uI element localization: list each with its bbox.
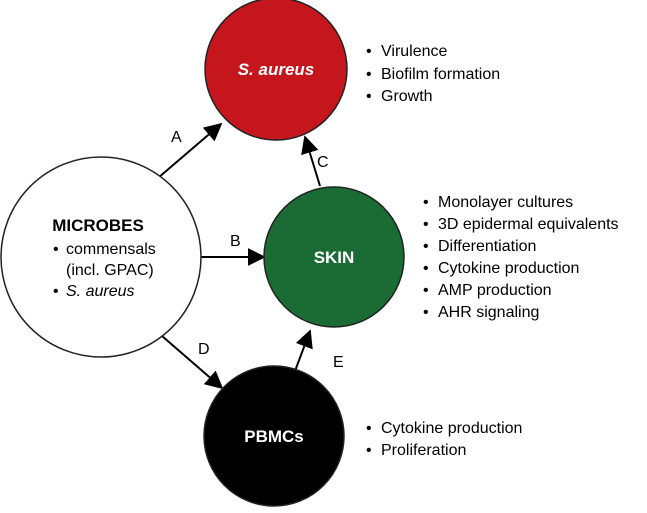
edge-label-d: D — [198, 341, 210, 358]
microbes-bullet-3: • — [53, 283, 59, 300]
microbes-node — [0, 156, 202, 358]
skin-list-item: Cytokine production — [438, 260, 579, 277]
microbes-item-2: (incl. GPAC) — [66, 262, 154, 279]
skin-bullet-6: • — [423, 304, 429, 321]
skin-list-item: AHR signaling — [438, 304, 539, 321]
microbes-bullet-1: • — [53, 241, 59, 258]
saureus-list-item: Virulence — [381, 43, 448, 60]
arrow-e — [294, 329, 313, 372]
pbmcs-list-item: Proliferation — [381, 442, 466, 459]
skin-list-item: Differentiation — [438, 238, 536, 255]
skin-bullet-3: • — [423, 238, 429, 255]
skin-list: • Monolayer cultures • 3D epidermal equi… — [423, 194, 619, 321]
edge-label-e: E — [333, 354, 344, 371]
pbmcs-bullet-1: • — [366, 420, 372, 437]
arrow-d — [161, 335, 224, 390]
skin-label: SKIN — [314, 248, 355, 267]
skin-bullet-1: • — [423, 194, 429, 211]
microbes-title: MICROBES — [52, 216, 144, 235]
pbmcs-bullet-2: • — [366, 442, 372, 459]
arrow-a — [157, 122, 223, 179]
skin-list-item: Monolayer cultures — [438, 194, 573, 211]
edge-label-c: C — [317, 154, 329, 171]
skin-list-item: AMP production — [438, 282, 552, 299]
saureus-list-item: Growth — [381, 88, 433, 105]
pbmcs-list-item: Cytokine production — [381, 420, 522, 437]
skin-bullet-4: • — [423, 260, 429, 277]
skin-list-item: 3D epidermal equivalents — [438, 216, 619, 233]
edge-label-b: B — [230, 233, 241, 250]
saureus-node — [204, 0, 348, 141]
microbes-item-1: commensals — [66, 241, 156, 258]
saureus-bullet-2: • — [366, 66, 372, 83]
saureus-bullet-1: • — [366, 43, 372, 60]
saureus-bullet-3: • — [366, 88, 372, 105]
pbmcs-node — [203, 365, 345, 507]
microbes-item-3: S. aureus — [66, 283, 134, 300]
skin-bullet-2: • — [423, 216, 429, 233]
skin-node — [263, 186, 405, 328]
edge-label-a: A — [171, 129, 182, 146]
saureus-list: • Virulence • Biofilm formation • Growth — [366, 43, 500, 105]
arrow-c — [301, 135, 321, 187]
skin-bullet-5: • — [423, 282, 429, 299]
pbmcs-label: PBMCs — [244, 427, 304, 446]
pbmcs-list: • Cytokine production • Proliferation — [366, 420, 522, 459]
saureus-list-item: Biofilm formation — [381, 66, 500, 83]
saureus-label: S. aureus — [238, 60, 315, 79]
